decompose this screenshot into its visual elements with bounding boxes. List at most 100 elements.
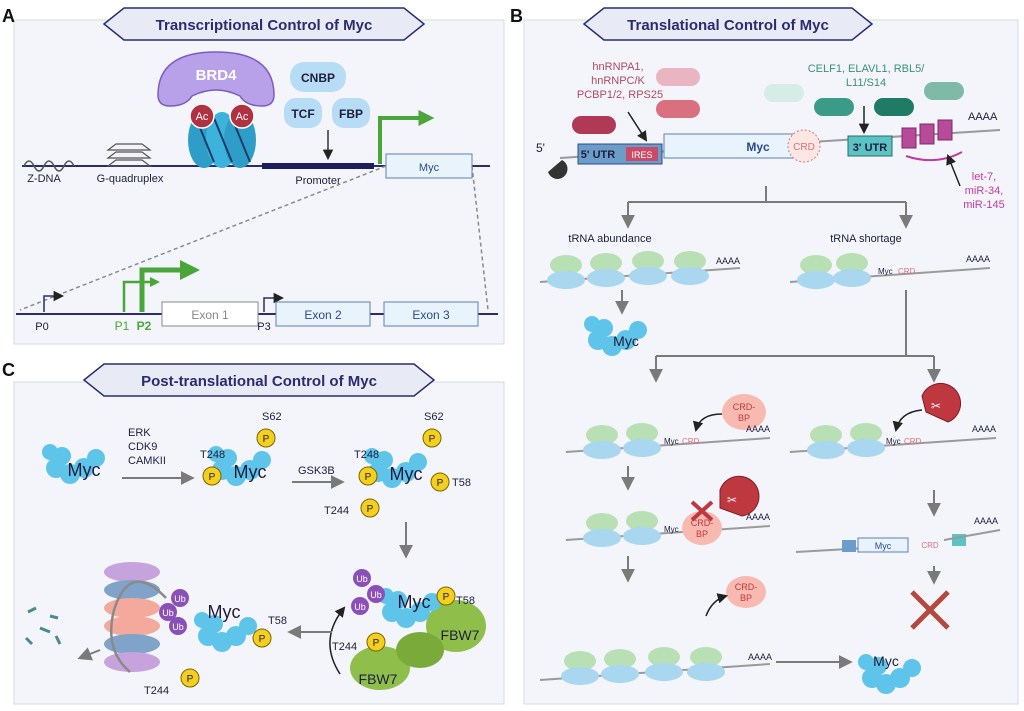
ubiquitination-arrow — [329, 606, 346, 675]
crd-bp-1-line-1: CRD- — [733, 402, 756, 412]
acetyl-mark-2 — [229, 103, 255, 129]
branch-top — [627, 186, 907, 222]
t58-label-c4: T58 — [456, 595, 475, 607]
p0-label: P0 — [35, 321, 48, 333]
phospho-s62-c2 — [256, 428, 276, 448]
crd-bp-2-line-2: BP — [696, 529, 708, 539]
p3-arrow — [263, 292, 285, 312]
panel-c-title: Post-translational Control of Myc — [141, 373, 377, 390]
mirna-arrow — [946, 154, 961, 187]
p-s62-c3: P — [429, 434, 436, 445]
rbp-left-line-2: hnRNPC/K — [591, 75, 645, 87]
five-prime-label: 5' — [536, 141, 545, 155]
p-t248-c3: P — [365, 472, 372, 483]
mirna-line-3: miR-145 — [963, 199, 1005, 211]
crd-r2-label: CRD — [921, 541, 939, 550]
myc-protein-b-label: Myc — [613, 333, 639, 349]
rbp-pink-1 — [656, 68, 700, 86]
p-t244-c5: P — [187, 674, 194, 685]
exon-2 — [275, 301, 371, 327]
panel-a: A Transcriptional Control of Myc Z-DNA G… — [2, 6, 505, 345]
t244-label-c4: T244 — [332, 641, 357, 653]
t248-label-c3: T248 — [354, 449, 379, 461]
s62-label-c3: S62 — [424, 411, 444, 423]
p3-label: P3 — [257, 321, 270, 333]
crd-bp-1-arrow — [692, 413, 723, 433]
utr3-box — [847, 135, 893, 157]
myc-c5-label: Myc — [208, 602, 241, 622]
brd4-label: BRD4 — [196, 67, 237, 84]
rbp-teal-3 — [874, 98, 914, 116]
panel-a-letter: A — [2, 6, 15, 26]
endonuclease-blocked — [719, 475, 760, 517]
g-quadruplex — [106, 143, 152, 167]
exon-3-label: Exon 3 — [412, 308, 450, 322]
t244-label-c3: T244 — [324, 505, 349, 517]
kinase-cdk9: CDK9 — [128, 441, 157, 453]
endonuclease-1-arrow — [892, 409, 923, 433]
ub-c4-1 — [353, 569, 371, 587]
ub-c4-2 — [367, 585, 385, 603]
p2-label: P2 — [137, 319, 152, 333]
exon-2-label: Exon 2 — [304, 308, 342, 322]
ub-c4-2-label: Ub — [370, 590, 382, 600]
zoom-line-left — [19, 165, 387, 311]
phospho-t248-c2 — [202, 466, 222, 486]
panel-b: B Translational Control of Myc hnRNPA1, … — [510, 6, 1019, 705]
kinase-camkii: CAMKII — [128, 455, 166, 467]
myc-l2-label: Myc — [664, 525, 679, 534]
rbp-teal-1 — [764, 84, 804, 102]
fbp-label: FBP — [339, 107, 363, 121]
myc-l1-label: Myc — [664, 437, 679, 446]
utr3-label: 3' UTR — [853, 142, 887, 154]
branch-second — [655, 290, 935, 376]
myc-gene-label: Myc — [419, 162, 440, 174]
phospho-t248-c3 — [358, 466, 378, 486]
t58-label-c3: T58 — [452, 477, 471, 489]
rbp-pink-3 — [572, 116, 616, 134]
crd-bp-1-line-2: BP — [738, 413, 750, 423]
tss-arrow — [378, 110, 435, 164]
panel-a-title: Transcriptional Control of Myc — [156, 17, 373, 34]
kinase-erk: ERK — [128, 427, 151, 439]
panel-b-title: Translational Control of Myc — [627, 17, 829, 34]
rbp-pink-2 — [656, 100, 700, 118]
panel-c: C Post-translational Control of Myc Myc … — [2, 360, 505, 705]
t248-label-c2: T248 — [200, 449, 225, 461]
block-x-icon — [690, 500, 714, 522]
crd-label: CRD — [793, 142, 815, 153]
scissors-icon: ✂ — [727, 493, 737, 507]
polya-l3: AAAA — [748, 652, 772, 662]
p1-label: P1 — [115, 319, 130, 333]
myc-thread — [110, 580, 167, 673]
myc-c3-label: Myc — [390, 464, 423, 484]
no-translation-x-icon — [910, 590, 950, 630]
myc-c1-label: Myc — [68, 460, 101, 480]
zoom-line-right — [471, 165, 489, 311]
endonuclease-1 — [921, 382, 962, 423]
arrow-to-fragments — [77, 647, 101, 661]
peptide-fragments — [24, 606, 62, 646]
utr5-small-r2 — [842, 540, 856, 552]
polya-l1: AAAA — [746, 424, 770, 434]
polya-abundance: AAAA — [716, 256, 740, 266]
phospho-s62-c3 — [422, 428, 442, 448]
gsk3b-label: GSK3B — [298, 465, 335, 477]
exon-1 — [161, 301, 259, 327]
z-dna-helix — [23, 160, 75, 172]
brd4-shape — [157, 51, 275, 107]
crd-bp-2 — [682, 511, 722, 545]
crd-r1-label: CRD — [904, 437, 922, 446]
cnbp-factor — [290, 62, 346, 92]
mirna-bound — [901, 119, 953, 149]
panel-b-letter: B — [510, 6, 523, 26]
ub-c5-2 — [159, 603, 177, 621]
crd-bp-1 — [722, 394, 766, 430]
rbp-left-arrow — [627, 111, 648, 142]
crd-bp-3 — [726, 576, 766, 608]
trna-abundance-label: tRNA abundance — [568, 233, 651, 245]
myc-r2-label: Myc — [875, 541, 892, 551]
rbp-left-line-3: PCBP1/2, RPS25 — [577, 89, 663, 101]
g-quadruplex-label: G-quadruplex — [97, 173, 164, 185]
tcf-label: TCF — [291, 107, 314, 121]
